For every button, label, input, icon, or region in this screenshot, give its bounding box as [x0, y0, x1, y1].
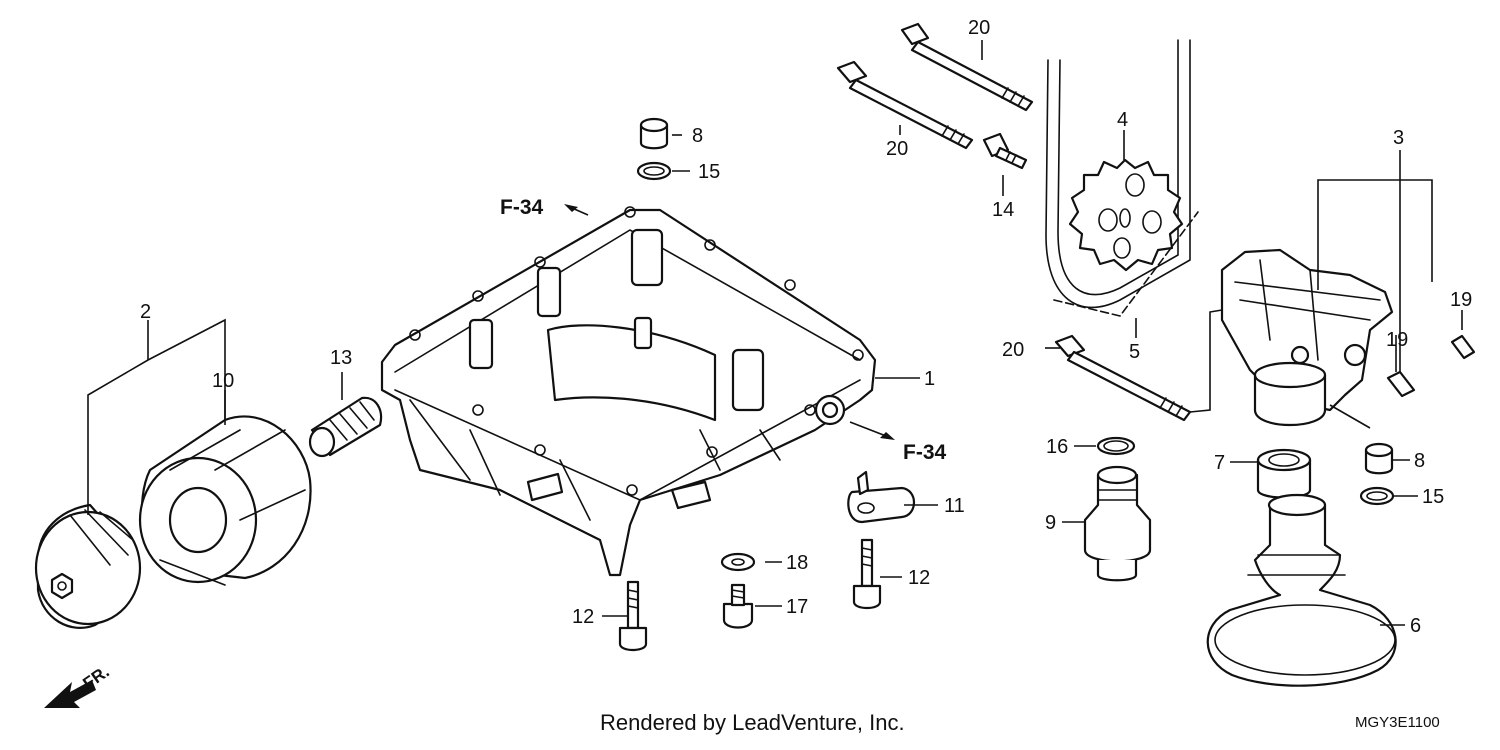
- o-ring-top: [636, 161, 672, 181]
- callout-6: 6: [1410, 615, 1421, 637]
- callout-7: 7: [1214, 452, 1225, 474]
- dowel-pin-right: [1450, 334, 1476, 360]
- callout-20-middle: 20: [886, 138, 908, 160]
- callout-8-right: 8: [1414, 450, 1425, 472]
- long-bolt-top: [900, 22, 1034, 112]
- oil-filter-wrench: [34, 503, 142, 629]
- f34-arrow-right: [849, 421, 895, 440]
- pipe-clamp-plate: [847, 470, 916, 524]
- drive-chain: [1045, 39, 1199, 317]
- callout-11: 11: [944, 495, 965, 517]
- leader-lines: [87, 40, 1463, 626]
- callout-18: 18: [786, 552, 808, 574]
- oil-filter-cartridge: [138, 415, 312, 586]
- oil-strainer: [1206, 493, 1397, 687]
- oil-filter-stud: [308, 396, 383, 458]
- render-credit: Rendered by LeadVenture, Inc.: [600, 710, 905, 735]
- dowel-pin-right-lower: [1364, 442, 1394, 475]
- oil-pump-sprocket: [1068, 158, 1184, 272]
- long-bolt-middle: [836, 60, 974, 150]
- dowel-pin-top: [639, 117, 669, 150]
- oil-pan: [380, 206, 877, 577]
- reference-f34-top: F-34: [500, 196, 544, 219]
- drain-bolt: [722, 583, 754, 629]
- callout-1: 1: [924, 368, 935, 390]
- callout-5: 5: [1129, 341, 1140, 363]
- callout-12-left: 12: [572, 606, 594, 628]
- stud-bolt: [982, 132, 1028, 170]
- callout-15-right: 15: [1422, 486, 1444, 508]
- callout-10: 10: [212, 370, 234, 392]
- reference-f34-right: F-34: [903, 441, 947, 464]
- flange-bolt-right: [852, 538, 882, 610]
- callout-20-top: 20: [968, 17, 990, 39]
- callout-15-top: 15: [698, 161, 720, 183]
- dowel-pin-center: [1386, 370, 1416, 398]
- relief-valve-o-ring: [1096, 436, 1136, 456]
- callout-19-right: 19: [1450, 289, 1472, 311]
- callout-19-center: 19: [1386, 329, 1408, 351]
- callout-13: 13: [330, 347, 352, 369]
- f34-arrow-top: [564, 204, 589, 216]
- oil-pump: [1220, 248, 1394, 426]
- long-bolt-lower: [1054, 334, 1192, 422]
- callout-4: 4: [1117, 109, 1128, 131]
- pump-seal-collar: [1256, 448, 1312, 499]
- callout-2: 2: [140, 301, 151, 323]
- diagram-code: MGY3E1100: [1355, 714, 1440, 731]
- callout-17: 17: [786, 596, 808, 618]
- callout-3: 3: [1393, 127, 1404, 149]
- callout-8-top: 8: [692, 125, 703, 147]
- front-direction-arrow: [44, 680, 96, 708]
- drain-bolt-washer: [720, 552, 756, 572]
- callout-12-right: 12: [908, 567, 930, 589]
- callout-14: 14: [992, 199, 1014, 221]
- callout-16: 16: [1046, 436, 1068, 458]
- o-ring-right: [1359, 486, 1395, 506]
- oil-pressure-relief-valve: [1083, 465, 1152, 582]
- flange-bolt-left: [618, 580, 648, 652]
- callout-20-lower: 20: [1002, 339, 1024, 361]
- callout-9: 9: [1045, 512, 1056, 534]
